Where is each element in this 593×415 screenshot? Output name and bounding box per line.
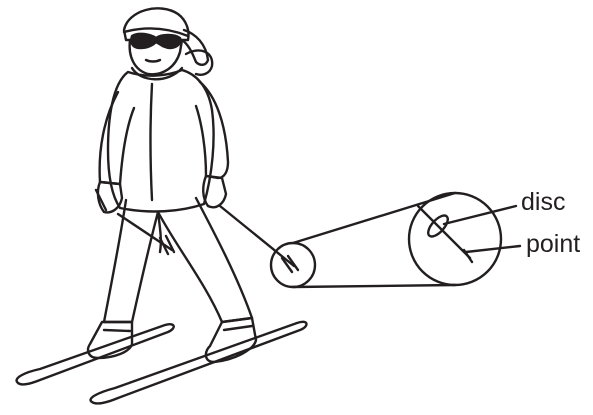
mouth: [146, 60, 160, 62]
disc-label: disc: [521, 190, 565, 215]
right-ski: [91, 322, 307, 404]
leader-lines: [444, 206, 520, 252]
goggles: [131, 34, 180, 48]
pants: [104, 198, 252, 322]
disc-leader-line: [444, 206, 516, 224]
point-label: point: [526, 232, 580, 257]
right-boot-cuff: [224, 326, 252, 330]
jacket-zipper: [151, 84, 153, 200]
magnifier-bottom-line: [293, 285, 455, 287]
left-boot-cuff: [104, 330, 130, 331]
pole-tip-magnifier: [271, 193, 501, 287]
head: [124, 8, 208, 74]
left-mitt: [98, 182, 122, 212]
left-sleeve: [100, 92, 134, 184]
large-tip-circle: [409, 193, 501, 285]
enlarged-pole-shaft: [418, 206, 470, 258]
left-leg: [104, 200, 158, 322]
jacket-body: [108, 70, 214, 211]
right-leg: [158, 198, 252, 322]
jacket: [100, 50, 228, 211]
point-leader-line: [466, 246, 520, 252]
right-pole-shaft: [220, 206, 294, 266]
left-pole-disc: [160, 236, 174, 254]
skis: [17, 322, 307, 404]
hood-back: [186, 50, 212, 74]
